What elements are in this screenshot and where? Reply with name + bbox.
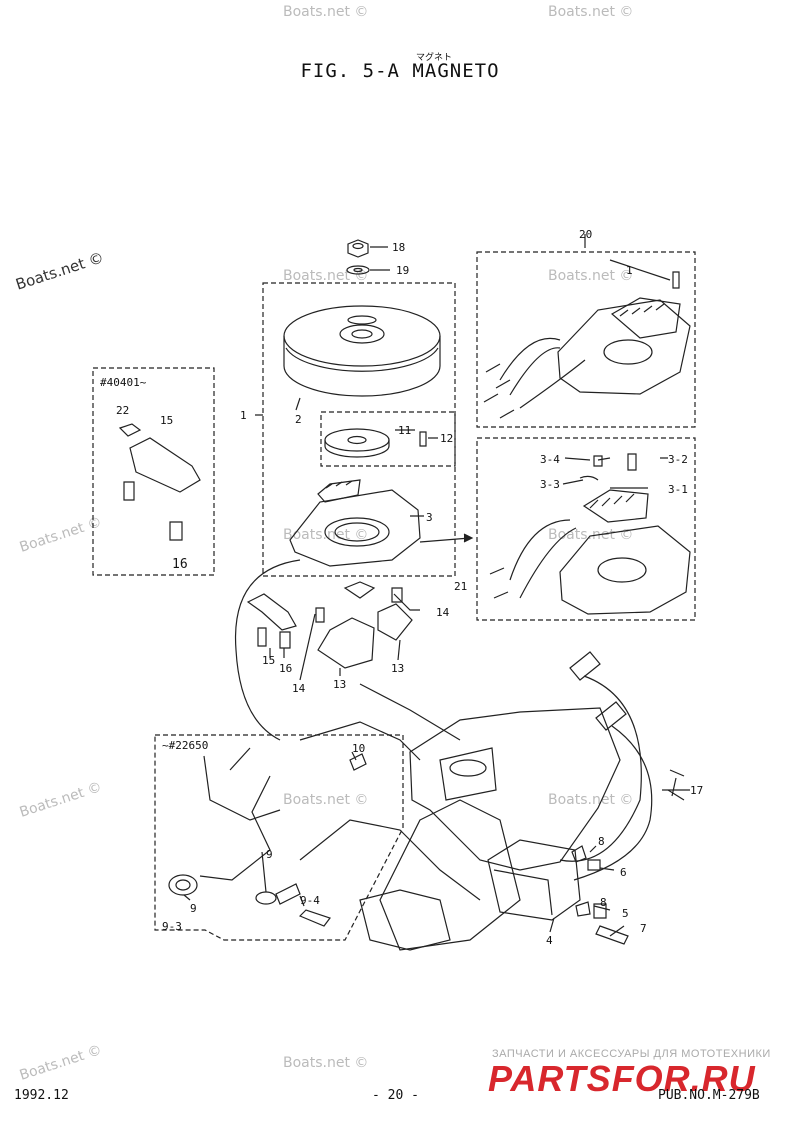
callout-12: 12 (440, 432, 453, 445)
callout-3: 3 (426, 511, 433, 524)
engine-block (359, 707, 621, 951)
connector-10 (349, 753, 367, 771)
stator-detail-3-1 (489, 453, 691, 615)
callout-20-1: 1 (626, 264, 633, 277)
callout-3-2: 3-2 (668, 453, 688, 466)
callout-15: 15 (160, 414, 173, 427)
callout-13: 13 (333, 678, 346, 691)
stator-plate-3 (289, 479, 421, 567)
callout-9-4: 9-4 (300, 894, 320, 907)
callout-9: 9 (190, 902, 197, 915)
watermark: Boats.net © (548, 4, 634, 20)
footer-page: - 20 - (372, 1088, 419, 1103)
callout-18: 18 (392, 241, 405, 254)
title-kana: マグネト (416, 53, 453, 63)
callout-9: 9 (266, 848, 273, 861)
callout-7: 7 (640, 922, 647, 935)
harness-wires (199, 559, 653, 901)
watermark: Boats.net © (283, 268, 369, 284)
callout-3-4: 3-4 (540, 453, 560, 466)
serial-note-bottom: ~#22650 (162, 739, 208, 752)
callout-21: 21 (454, 580, 467, 593)
callout-4: 4 (546, 934, 553, 947)
callout-17: 17 (690, 784, 703, 797)
cdi-variant-box (154, 734, 404, 941)
stator-detail-box (476, 437, 696, 621)
callout-1: 1 (240, 409, 247, 422)
washer-19 (346, 265, 370, 275)
washer-8 (571, 845, 587, 863)
pin-16 (257, 627, 267, 647)
footer-pub: PUB.NO.M-279B (658, 1088, 760, 1103)
footer-date: 1992.12 (14, 1088, 69, 1103)
callout-10: 10 (352, 742, 365, 755)
callout-19: 19 (396, 264, 409, 277)
callout-8: 8 (598, 835, 605, 848)
coil-9 (168, 874, 198, 896)
watermark: Boats.net © (283, 792, 369, 808)
callout-5: 5 (622, 907, 629, 920)
screw-14 (315, 607, 325, 623)
callout-22: 22 (116, 404, 129, 417)
clip-17 (667, 769, 685, 801)
callout-15: 15 (262, 654, 275, 667)
callout-14: 14 (292, 682, 306, 695)
gasket-21 (343, 581, 376, 599)
flange-group-box (320, 411, 456, 467)
page-title: FIG. 5-A MAGNETO (300, 60, 500, 82)
watermark: Boats.net © (283, 4, 369, 20)
callout-2: 2 (295, 413, 302, 426)
flange-11 (324, 428, 390, 458)
bolt-6 (587, 859, 601, 871)
brand-subtitle: ЗАПЧАСТИ И АКСЕССУАРЫ ДЛЯ МОТОТЕХНИКИ (492, 1048, 771, 1060)
flywheel-group-box (262, 282, 456, 577)
collar-5 (593, 903, 607, 919)
watermark: Boats.net © (283, 1055, 369, 1071)
callout-8: 8 (600, 896, 607, 909)
callout-14: 14 (436, 606, 450, 619)
washer-8b (575, 901, 591, 917)
lever-15 (246, 593, 297, 631)
callout-3-3: 3-3 (540, 478, 560, 491)
callout-13: 13 (391, 662, 404, 675)
flywheel-2 (283, 305, 441, 397)
bolt-7 (595, 925, 629, 945)
callout-11: 11 (398, 424, 411, 437)
watermark: Boats.net © (548, 792, 634, 808)
watermark: Boats.net © (548, 527, 634, 543)
callout-16: 16 (279, 662, 292, 675)
callout-6: 6 (620, 866, 627, 879)
callout-9-3: 9-3 (162, 920, 182, 933)
cdi-unit-4 (487, 839, 581, 921)
callout-20: 20 (579, 228, 592, 241)
watermark: Boats.net © (548, 268, 634, 284)
left-variant-box (92, 367, 215, 576)
callout-3-1: 3-1 (668, 483, 688, 496)
left-variant-parts (118, 423, 201, 541)
stator-assembly-box (476, 251, 696, 428)
screw-12 (419, 431, 427, 447)
spark-plug-caps (569, 651, 627, 731)
timing-plate-13 (317, 603, 413, 669)
serial-note-left: #40401~ (100, 376, 147, 389)
nut-18 (347, 239, 369, 258)
brand-logo: PARTSFOR.RU (488, 1058, 756, 1099)
stator-assembly-20 (483, 271, 691, 419)
callout-16: 16 (172, 557, 188, 572)
